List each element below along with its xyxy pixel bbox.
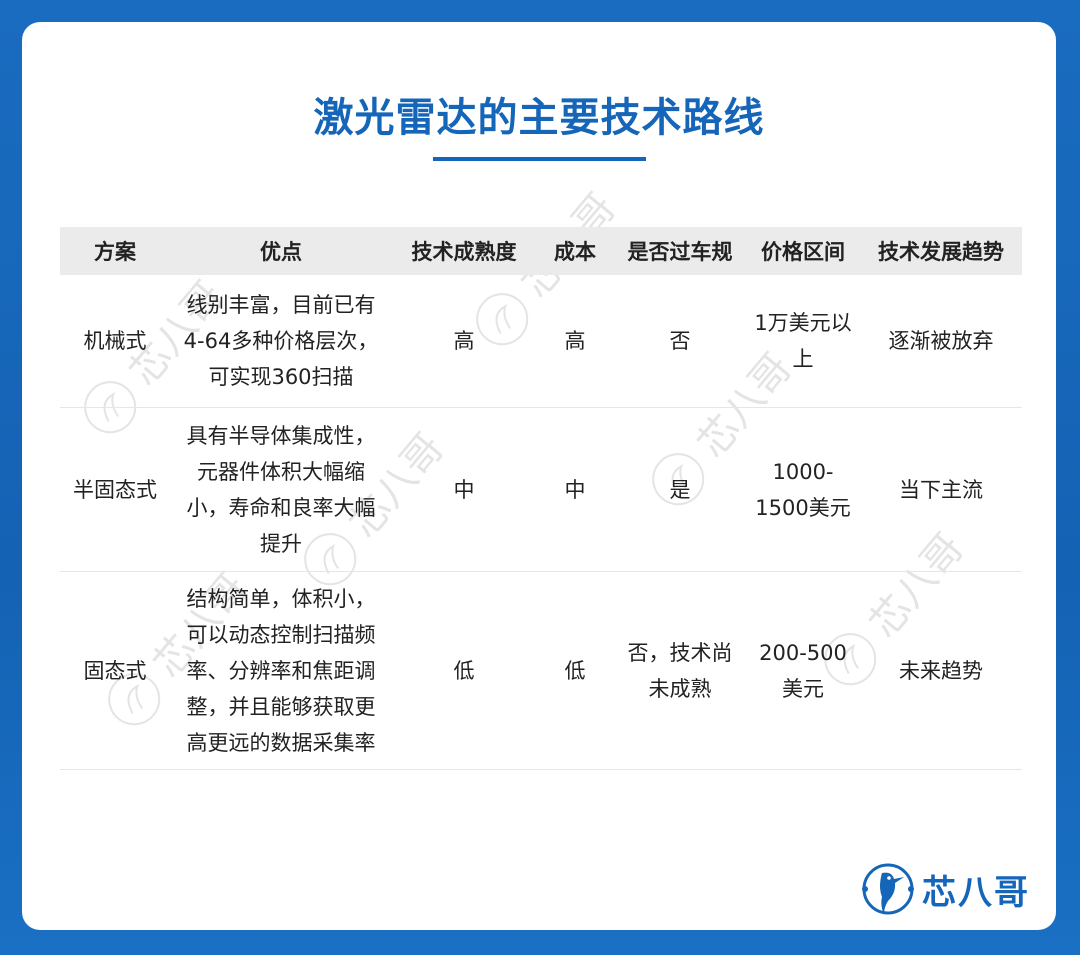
table-row: 固态式 结构简单，体积小， 可以动态控制扫描频 率、分辨率和焦距调 整，并且能够… [60,571,1022,770]
cell-price: 1000- 1500美元 [746,407,860,572]
content-card: 激光雷达的主要技术路线 芯八哥 芯八哥 芯八哥 芯八哥 芯八哥 芯八哥 [22,22,1056,930]
cell-pros-line: 可实现360扫描 [208,365,354,389]
cell-pros: 线别丰富，目前已有 4-64多种价格层次， 可实现360扫描 [170,275,392,408]
table-row: 半固态式 具有半导体集成性， 元器件体积大幅缩 小，寿命和良率大幅 提升 中 中… [60,407,1022,572]
cell-pros-line: 高更远的数据采集率 [186,730,376,755]
cell-auto-grade: 否 [614,275,746,408]
cell-pros-line: 小，寿命和良率大幅 [186,495,376,520]
lidar-routes-table: 方案 优点 技术成熟度 成本 是否过车规 价格区间 技术发展趋势 机械式 线别丰… [60,227,1022,770]
header-maturity: 技术成熟度 [392,227,536,275]
cell-pros-line: 4-64多种价格层次， [183,329,379,353]
cell-pros-line: 可以动态控制扫描频 [186,622,376,647]
header-cost: 成本 [536,227,614,275]
cell-trend: 当下主流 [860,407,1022,572]
cell-price-line: 200-500 [759,640,847,665]
brand-logo-text: 芯八哥 [922,872,1030,913]
cell-price-line: 1500美元 [755,495,851,520]
cell-auto-grade: 否，技术尚 未成熟 [614,571,746,770]
cell-pros-line: 具有半导体集成性， [186,423,376,448]
cell-cost: 高 [536,275,614,408]
cell-pros: 结构简单，体积小， 可以动态控制扫描频 率、分辨率和焦距调 整，并且能够获取更 … [170,571,392,770]
cell-scheme: 机械式 [60,275,170,408]
cell-maturity: 中 [392,407,536,572]
header-scheme: 方案 [60,227,170,275]
cell-pros-line: 线别丰富，目前已有 [186,293,376,317]
cell-scheme: 固态式 [60,571,170,770]
header-price: 价格区间 [746,227,860,275]
cell-maturity: 高 [392,275,536,408]
cell-pros-line: 率、分辨率和焦距调 [186,658,376,683]
cell-price-line: 上 [792,347,814,371]
cell-price-line: 1000- [772,459,834,484]
title-underline [433,157,646,161]
header-pros: 优点 [170,227,392,275]
cell-pros-line: 结构简单，体积小， [186,586,376,611]
cell-trend: 未来趋势 [860,571,1022,770]
cell-trend: 逐渐被放弃 [860,275,1022,408]
page-title: 激光雷达的主要技术路线 [313,95,765,141]
cell-scheme: 半固态式 [60,407,170,572]
cell-cost: 低 [536,571,614,770]
cell-price-line: 1万美元以 [754,311,852,335]
brand-logo: 芯八哥 [860,858,1030,920]
cell-maturity: 低 [392,571,536,770]
cell-price: 1万美元以 上 [746,275,860,408]
cell-auto-grade: 是 [614,407,746,572]
cell-price-line: 美元 [782,676,824,701]
cell-cost: 中 [536,407,614,572]
cell-pros: 具有半导体集成性， 元器件体积大幅缩 小，寿命和良率大幅 提升 [170,407,392,572]
cell-pros-line: 元器件体积大幅缩 [197,459,365,484]
cell-pros-line: 整，并且能够获取更 [186,694,376,719]
header-auto-grade: 是否过车规 [614,227,746,275]
cell-price: 200-500 美元 [746,571,860,770]
cell-auto-grade-line: 否，技术尚 [627,640,733,665]
header-trend: 技术发展趋势 [860,227,1022,275]
table-header-row: 方案 优点 技术成熟度 成本 是否过车规 价格区间 技术发展趋势 [60,227,1022,275]
cell-auto-grade-line: 未成熟 [648,676,712,701]
table-row: 机械式 线别丰富，目前已有 4-64多种价格层次， 可实现360扫描 高 高 否… [60,275,1022,408]
cell-pros-line: 提升 [260,531,302,556]
kingfisher-logo-icon [862,863,914,915]
